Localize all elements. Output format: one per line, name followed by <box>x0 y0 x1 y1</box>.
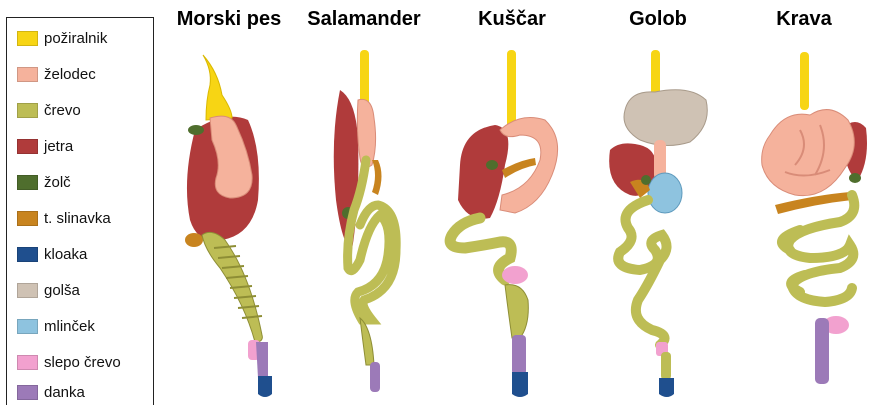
lizard-cloaca <box>512 372 528 397</box>
salamander-pancreas <box>372 160 382 195</box>
shark-esophagus <box>203 55 232 120</box>
pigeon-esophagus <box>651 50 660 98</box>
salamander-rectum <box>360 318 374 365</box>
salamander-digestive-tract <box>334 50 396 392</box>
cow-esophagus <box>800 52 809 110</box>
shark-pancreas <box>185 233 203 247</box>
cow-gallbladder <box>849 173 861 183</box>
cow-rectum <box>815 318 829 384</box>
pigeon-crop <box>624 90 707 146</box>
lizard-esophagus <box>507 50 516 130</box>
cow-digestive-tract <box>762 52 867 384</box>
pigeon-cloaca <box>659 378 674 397</box>
cow-pancreas <box>775 192 852 214</box>
pigeon-rectum <box>661 352 671 380</box>
shark-cloaca <box>258 376 272 397</box>
lizard-intestine <box>450 218 511 280</box>
shark-digestive-tract <box>185 55 272 397</box>
lizard-rectum <box>512 335 526 375</box>
lizard-pancreas <box>502 158 536 178</box>
lizard-colon <box>505 285 528 338</box>
pigeon-digestive-tract <box>609 50 707 397</box>
shark-gallbladder <box>188 125 204 135</box>
lizard-digestive-tract <box>450 50 557 397</box>
lizard-cecum <box>502 266 528 284</box>
pigeon-gizzard <box>648 173 682 213</box>
pigeon-intestine <box>618 200 666 345</box>
pigeon-gallbladder <box>641 175 651 185</box>
cow-stomach <box>762 110 855 196</box>
lizard-gallbladder <box>486 160 498 170</box>
shark-rectum <box>256 342 268 378</box>
salamander-cloaca <box>370 362 380 392</box>
